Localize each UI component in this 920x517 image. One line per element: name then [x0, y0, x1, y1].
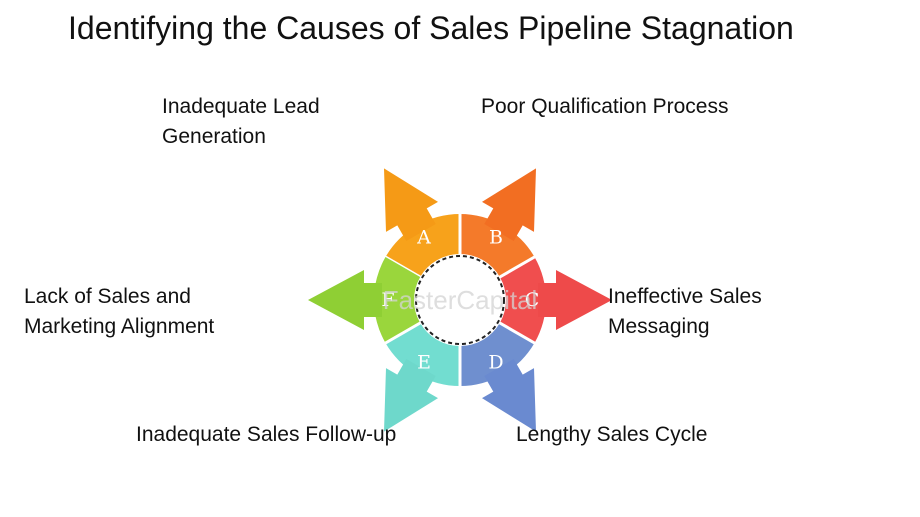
segment-f: F [308, 257, 423, 346]
label-line: Marketing Alignment [24, 315, 215, 338]
arrow-icon [482, 168, 536, 241]
segment-wedge [385, 214, 460, 277]
segment-wedge [373, 257, 421, 343]
segment-e: E [384, 323, 462, 432]
watermark-text: FasterCapital [383, 285, 538, 315]
label-inadequate-sales-follow-up: Inadequate Sales Follow-up [136, 420, 396, 450]
segment-letter: B [489, 227, 503, 249]
segment-wedge [460, 214, 535, 277]
label-line: Poor Qualification Process [481, 95, 729, 118]
segment-b: B [458, 168, 536, 277]
arrow-icon [308, 270, 382, 330]
segment-divider [383, 320, 423, 346]
arrow-icon [538, 270, 612, 330]
segment-letter: E [417, 351, 431, 373]
segment-divider [497, 320, 537, 346]
segment-divider [497, 254, 537, 280]
label-line: Generation [162, 125, 266, 148]
label-lengthy-sales-cycle: Lengthy Sales Cycle [516, 420, 707, 450]
segment-wedge [460, 323, 535, 386]
arrow-icon [384, 359, 438, 432]
label-line: Ineffective Sales [608, 285, 762, 308]
segment-letter: A [416, 227, 431, 249]
label-line: Inadequate Sales Follow-up [136, 423, 397, 446]
label-ineffective-sales-messaging: Ineffective Sales Messaging [608, 282, 762, 342]
wheel-segments: A B C D E F [308, 168, 612, 432]
arrow-icon [482, 359, 536, 432]
segment-letter: F [381, 289, 394, 311]
label-line: Inadequate Lead [162, 95, 320, 118]
arrow-icon [384, 168, 438, 241]
page-title: Identifying the Causes of Sales Pipeline… [68, 10, 794, 46]
segment-wedge [499, 257, 547, 343]
label-line: Messaging [608, 315, 710, 338]
label-poor-qualification-process: Poor Qualification Process [481, 92, 728, 122]
label-inadequate-lead-generation: Inadequate Lead Generation [162, 92, 320, 152]
label-line: Lack of Sales and [24, 285, 191, 308]
segment-c: C [497, 254, 612, 343]
label-lack-of-alignment: Lack of Sales and Marketing Alignment [24, 282, 214, 342]
center-circle [415, 255, 505, 345]
label-line: Lengthy Sales Cycle [516, 423, 708, 446]
segment-wedge [385, 323, 460, 386]
segment-letter: C [525, 289, 540, 311]
segment-d: D [460, 320, 537, 432]
segment-letter: D [488, 351, 503, 373]
